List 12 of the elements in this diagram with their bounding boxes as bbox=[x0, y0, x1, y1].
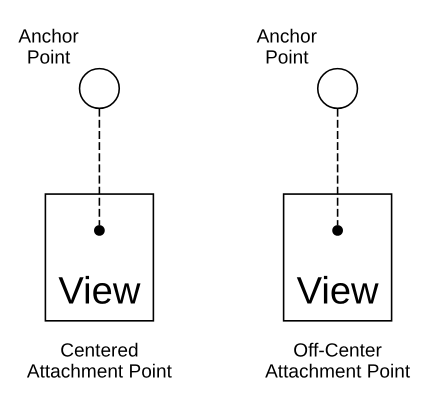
connector bbox=[336, 108, 338, 226]
node-label: Centered Attachment Point bbox=[26, 340, 172, 382]
node-label: Anchor Point bbox=[256, 26, 317, 68]
node-dot bbox=[332, 225, 343, 236]
node-label: Anchor Point bbox=[18, 26, 79, 68]
connector bbox=[98, 108, 100, 226]
node-dot bbox=[94, 225, 105, 236]
node-label: Off-Center Attachment Point bbox=[265, 340, 410, 382]
cluster: View bbox=[282, 193, 392, 322]
node-circle bbox=[78, 68, 120, 110]
cluster: View bbox=[44, 193, 154, 322]
node-circle bbox=[316, 68, 358, 110]
